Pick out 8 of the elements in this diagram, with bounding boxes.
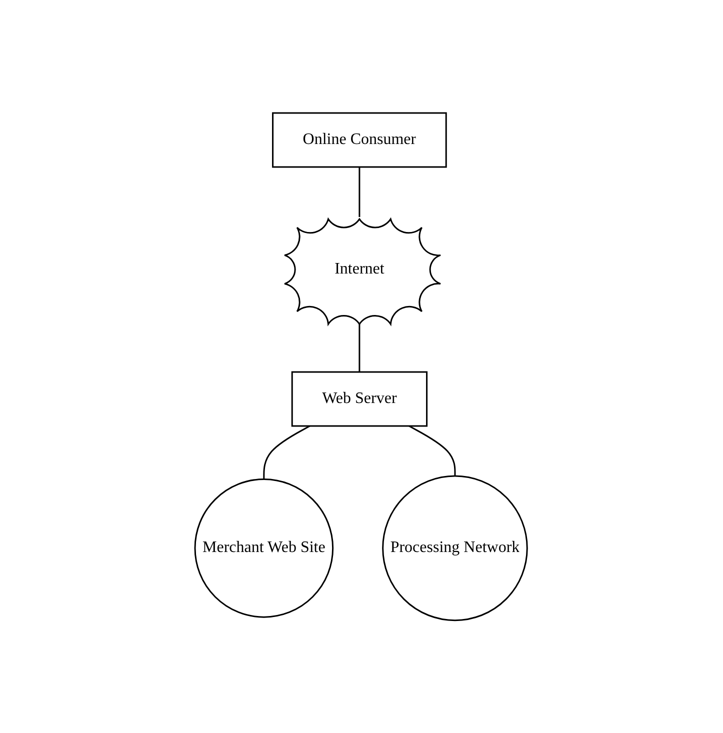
connector: [264, 425, 311, 480]
connector: [359, 322, 361, 372]
node-circle: Merchant Web Site: [194, 478, 334, 618]
connector: [409, 425, 456, 476]
connector: [359, 166, 361, 217]
node-box: Online Consumer: [272, 112, 448, 168]
node-box: Web Server: [292, 371, 428, 427]
node-circle: Processing Network: [382, 475, 528, 621]
